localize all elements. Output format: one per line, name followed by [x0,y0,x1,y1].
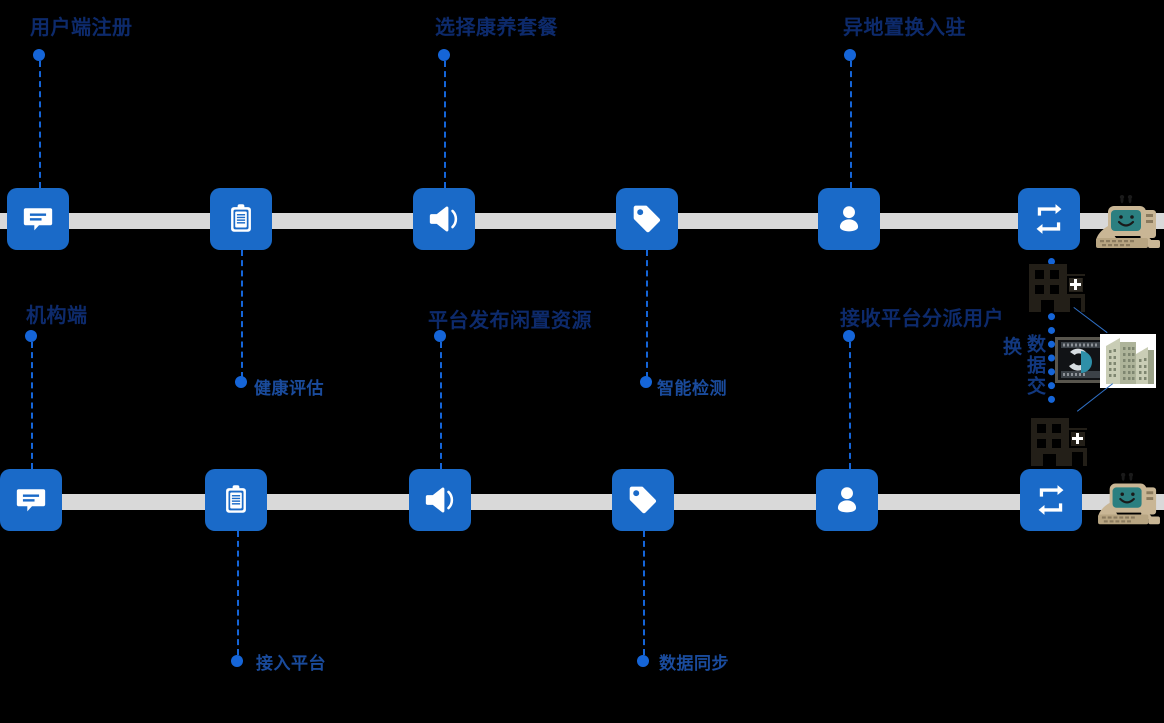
speaker-announce-icon [423,483,457,517]
stem-dot-join-platform [231,655,243,667]
stem-user-registration [39,61,41,188]
label-join-platform: 接入平台 [256,654,326,674]
node-person-bottom[interactable] [816,469,878,531]
stem-platform-publish [440,342,442,469]
label-data-sync: 数据同步 [659,654,729,674]
node-speaker-top[interactable] [413,188,475,250]
node-exchange-bottom[interactable] [1020,469,1082,531]
stem-dot-select-package [438,49,450,61]
server-rack-icon [1055,337,1111,391]
office-towers-icon [1100,334,1156,392]
stem-smart-detection [646,250,648,378]
label-receive-assigned-users: 接收平台分派用户 [840,306,1004,330]
hospital-building-icon-top [1027,258,1087,318]
node-chat-bubble-top[interactable] [7,188,69,250]
speaker-announce-icon [427,202,461,236]
label-institution-client: 机构端 [26,303,88,327]
node-chat-bubble-bottom[interactable] [0,469,62,531]
stem-dot-data-sync [637,655,649,667]
stem-dot-health-assessment [235,376,247,388]
node-tag-top[interactable] [616,188,678,250]
top-timeline-rail [0,213,1164,229]
label-user-registration: 用户端注册 [30,15,133,39]
person-icon [832,202,866,236]
clipboard-icon [224,202,258,236]
cartoon-computer-icon-bottom [1094,470,1164,534]
stem-receive-assigned-users [849,342,851,469]
connector-hospital-top-to-server [1073,307,1108,334]
stem-dot-platform-publish [434,330,446,342]
stem-data-sync [643,531,645,655]
node-exchange-top[interactable] [1018,188,1080,250]
data-exchange-dotted-connector [1048,258,1055,403]
node-clipboard-top[interactable] [210,188,272,250]
bottom-timeline-rail [0,494,1164,510]
stem-remote-exchange-checkin [850,61,852,188]
stem-institution-client [31,342,33,469]
cartoon-computer-icon-top [1092,192,1164,258]
clipboard-icon [219,483,253,517]
exchange-loop-icon [1034,483,1068,517]
stem-select-package [444,61,446,188]
person-icon [830,483,864,517]
stem-dot-receive-assigned-users [843,330,855,342]
label-health-assessment: 健康评估 [254,379,324,399]
label-select-package: 选择康养套餐 [435,15,558,39]
stem-dot-institution-client [25,330,37,342]
label-remote-exchange-checkin: 异地置换入驻 [843,15,966,39]
node-clipboard-bottom[interactable] [205,469,267,531]
tag-icon [630,202,664,236]
node-speaker-bottom[interactable] [409,469,471,531]
label-platform-publish-idle-resources: 平台发布闲置资源 [428,308,592,332]
data-exchange-label-left: 换 [1003,336,1023,358]
hospital-building-icon-bottom [1029,410,1089,472]
chat-bubble-icon [14,483,48,517]
stem-dot-smart-detection [640,376,652,388]
stem-dot-user-registration [33,49,45,61]
data-exchange-label-column: 数据交 [1024,334,1046,397]
label-smart-detection: 智能检测 [657,379,727,399]
stem-join-platform [237,531,239,655]
stem-health-assessment [241,250,243,378]
node-tag-bottom[interactable] [612,469,674,531]
chat-bubble-icon [21,202,55,236]
node-person-top[interactable] [818,188,880,250]
exchange-loop-icon [1032,202,1066,236]
tag-icon [626,483,660,517]
stem-dot-remote-exchange-checkin [844,49,856,61]
